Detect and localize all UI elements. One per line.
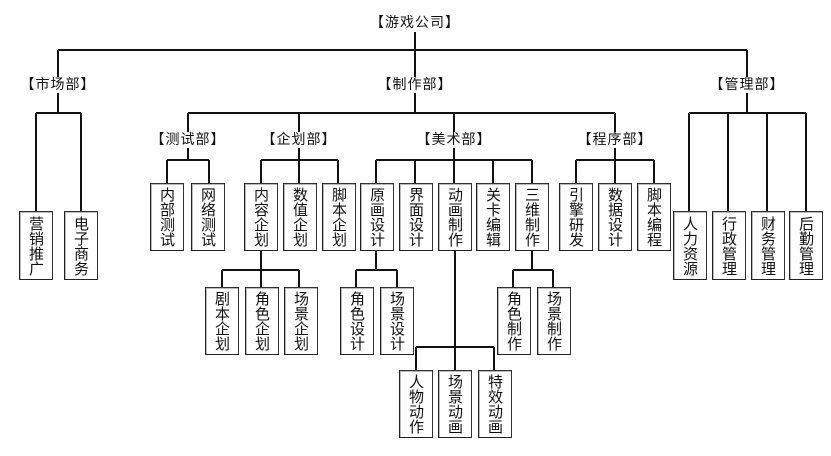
unit-label: 内部测试 — [158, 187, 176, 247]
unit-label: 角色制作 — [505, 291, 523, 351]
unit-box-effects-animation: 特效动画 — [478, 370, 512, 438]
unit-label: 场景制作 — [545, 291, 563, 351]
unit-box-3d-production: 三维制作 — [515, 183, 549, 251]
unit-label: 动画制作 — [446, 187, 464, 247]
unit-box-content-planning: 内容企划 — [244, 183, 278, 251]
unit-box-script-planning: 脚本企划 — [322, 183, 356, 251]
subdept-testing-label: 【测试部】 — [149, 132, 227, 148]
unit-label: 电子商务 — [72, 215, 90, 276]
unit-box-scene-planning: 场景企划 — [284, 287, 318, 355]
unit-label: 财务管理 — [759, 215, 777, 276]
subdept-programming-label: 【程序部】 — [576, 132, 654, 148]
unit-label: 剧本企划 — [213, 291, 231, 351]
unit-label: 数值企划 — [291, 187, 309, 247]
subdept-art-label: 【美术部】 — [415, 132, 493, 148]
unit-label: 原画设计 — [368, 187, 386, 247]
unit-box-scene-animation: 场景动画 — [438, 370, 472, 438]
root-node-label: 【游戏公司】 — [369, 15, 461, 31]
unit-box-story-planning: 剧本企划 — [205, 287, 239, 355]
unit-box-ui-design: 界面设计 — [399, 183, 433, 251]
unit-box-logistics: 后勤管理 — [789, 211, 823, 280]
dept-marketing-label: 【市场部】 — [19, 77, 97, 93]
unit-box-scene-production: 场景制作 — [537, 287, 571, 355]
unit-box-network-testing: 网络测试 — [191, 183, 225, 251]
unit-box-e-commerce: 电子商务 — [64, 211, 98, 280]
unit-box-administration: 行政管理 — [712, 211, 746, 280]
unit-box-character-animation: 人物动作 — [399, 370, 433, 438]
dept-production-label: 【制作部】 — [376, 77, 454, 93]
unit-box-finance: 财务管理 — [751, 211, 785, 280]
unit-label: 角色企划 — [253, 291, 271, 351]
unit-box-engine-development: 引擎研发 — [559, 183, 593, 251]
unit-box-concept-art: 原画设计 — [360, 183, 394, 251]
unit-box-character-planning: 角色企划 — [245, 287, 279, 355]
unit-box-human-resources: 人力资源 — [673, 211, 707, 280]
unit-label: 人力资源 — [681, 215, 699, 276]
unit-label: 人物动作 — [407, 374, 425, 434]
unit-label: 引擎研发 — [567, 187, 585, 247]
unit-box-marketing-promotion: 营销推广 — [19, 211, 53, 280]
unit-label: 网络测试 — [199, 187, 217, 247]
unit-label: 场景设计 — [388, 291, 406, 351]
unit-label: 后勤管理 — [797, 215, 815, 276]
unit-label: 行政管理 — [720, 215, 738, 276]
unit-label: 脚本编程 — [645, 187, 663, 247]
unit-box-scene-design: 场景设计 — [380, 287, 414, 355]
unit-box-character-production: 角色制作 — [497, 287, 531, 355]
unit-label: 特效动画 — [486, 374, 504, 434]
unit-label: 三维制作 — [523, 187, 541, 247]
unit-box-script-programming: 脚本编程 — [637, 183, 671, 251]
unit-label: 场景企划 — [292, 291, 310, 351]
unit-box-animation: 动画制作 — [438, 183, 472, 251]
unit-box-internal-testing: 内部测试 — [150, 183, 184, 251]
dept-management-label: 【管理部】 — [708, 77, 786, 93]
unit-label: 场景动画 — [446, 374, 464, 434]
unit-label: 数据设计 — [606, 187, 624, 247]
unit-label: 界面设计 — [407, 187, 425, 247]
unit-box-data-design: 数据设计 — [598, 183, 632, 251]
unit-label: 脚本企划 — [330, 187, 348, 247]
unit-box-level-editing: 关卡编辑 — [476, 183, 510, 251]
unit-box-numeric-planning: 数值企划 — [283, 183, 317, 251]
subdept-planning-label: 【企划部】 — [260, 132, 338, 148]
unit-label: 关卡编辑 — [484, 187, 502, 247]
unit-box-character-design: 角色设计 — [340, 287, 374, 355]
unit-label: 内容企划 — [252, 187, 270, 247]
unit-label: 角色设计 — [348, 291, 366, 351]
unit-label: 营销推广 — [27, 215, 45, 276]
